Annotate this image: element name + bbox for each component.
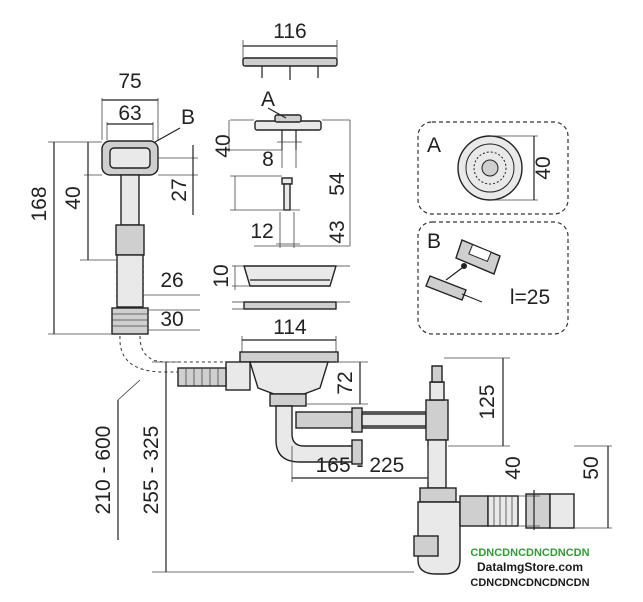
dim-basket-depth: 43 — [326, 220, 349, 243]
dim-trap-reach: 165 - 225 — [316, 454, 405, 477]
dim-cap-screw: 8 — [262, 148, 274, 171]
dim-strainer-width: 116 — [273, 20, 306, 43]
dim-overflow-total-height: 168 — [28, 186, 51, 221]
watermark-line-1: CDNCDNCDNCDNCDN — [470, 547, 589, 559]
dim-overflow-inner: 63 — [118, 102, 141, 125]
dim-outlet-outer: 50 — [580, 456, 603, 479]
dim-gasket-height: 10 — [210, 264, 233, 287]
label-b: B — [181, 106, 195, 129]
dim-outlet-inner: 40 — [502, 456, 525, 479]
dim-overflow-head-offset: 27 — [168, 178, 191, 201]
dim-cap-height: 40 — [212, 134, 235, 157]
inset-label-b: B — [427, 230, 441, 253]
dim-trap-height: 125 — [476, 384, 499, 419]
watermark-line-2: DataImgStore.com — [477, 560, 583, 574]
dim-drain-width: 114 — [273, 316, 307, 339]
inset-b-box — [417, 221, 569, 335]
dim-screw-length: 54 — [326, 172, 349, 196]
dim-overflow-head-height: 40 — [62, 186, 85, 209]
label-a: A — [261, 88, 275, 111]
overflow-assembly — [48, 98, 200, 335]
basket — [232, 265, 350, 290]
hose-path — [119, 335, 236, 373]
dim-screw-thread: 12 — [250, 220, 273, 243]
dim-hose-length: 210 - 600 — [92, 426, 115, 515]
dim-hose-diameter: 26 — [160, 269, 183, 292]
dim-cap-diameter: 40 — [532, 156, 555, 179]
cap-a — [228, 107, 351, 246]
dim-drain-height: 72 — [334, 371, 357, 394]
drain-body — [117, 336, 612, 575]
length-note: l=25 — [510, 286, 550, 309]
inset-label-a: A — [427, 134, 441, 157]
gasket — [232, 301, 350, 310]
dim-hose-end: 30 — [160, 308, 183, 331]
inset-a-box — [417, 121, 569, 215]
dim-total-height: 255 - 325 — [140, 426, 163, 515]
dim-overflow-outer: 75 — [118, 70, 141, 93]
screw — [230, 175, 350, 248]
watermark-line-3: CDNCDNCDNCDNCDN — [470, 577, 589, 589]
strainer-cover — [242, 40, 338, 80]
